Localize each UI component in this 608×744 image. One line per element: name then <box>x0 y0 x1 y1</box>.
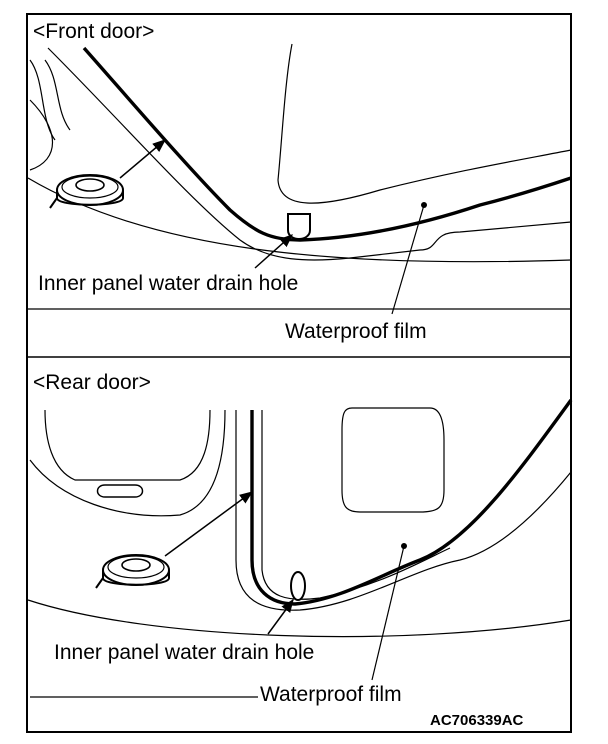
front-waterproof-film-label: Waterproof film <box>285 320 427 343</box>
rear-tape-arrow <box>164 491 254 557</box>
figure-border <box>26 13 572 733</box>
front-tape-roll <box>49 174 124 209</box>
rear-film-leader <box>371 545 405 681</box>
rear-tape-roll <box>95 554 170 589</box>
rear-door-illustration <box>27 398 573 698</box>
front-door-illustration <box>27 43 572 315</box>
front-door-title: <Front door> <box>33 20 155 43</box>
rear-film-edge <box>250 398 573 606</box>
rear-drain-hole-label: Inner panel water drain hole <box>54 641 315 664</box>
front-drain-hole-shape <box>287 213 311 240</box>
front-film-leader <box>391 204 425 315</box>
front-drain-arrow <box>254 234 294 269</box>
front-film-edge <box>82 46 572 242</box>
rear-door-title: <Rear door> <box>33 371 151 394</box>
rear-drain-hole-shape <box>290 571 306 601</box>
figure-code: AC706339AC <box>430 712 524 729</box>
rear-drain-arrow <box>267 598 294 635</box>
front-drain-hole-label: Inner panel water drain hole <box>38 272 299 295</box>
front-tape-arrow <box>119 139 167 179</box>
rear-waterproof-film-label: Waterproof film <box>260 683 402 706</box>
